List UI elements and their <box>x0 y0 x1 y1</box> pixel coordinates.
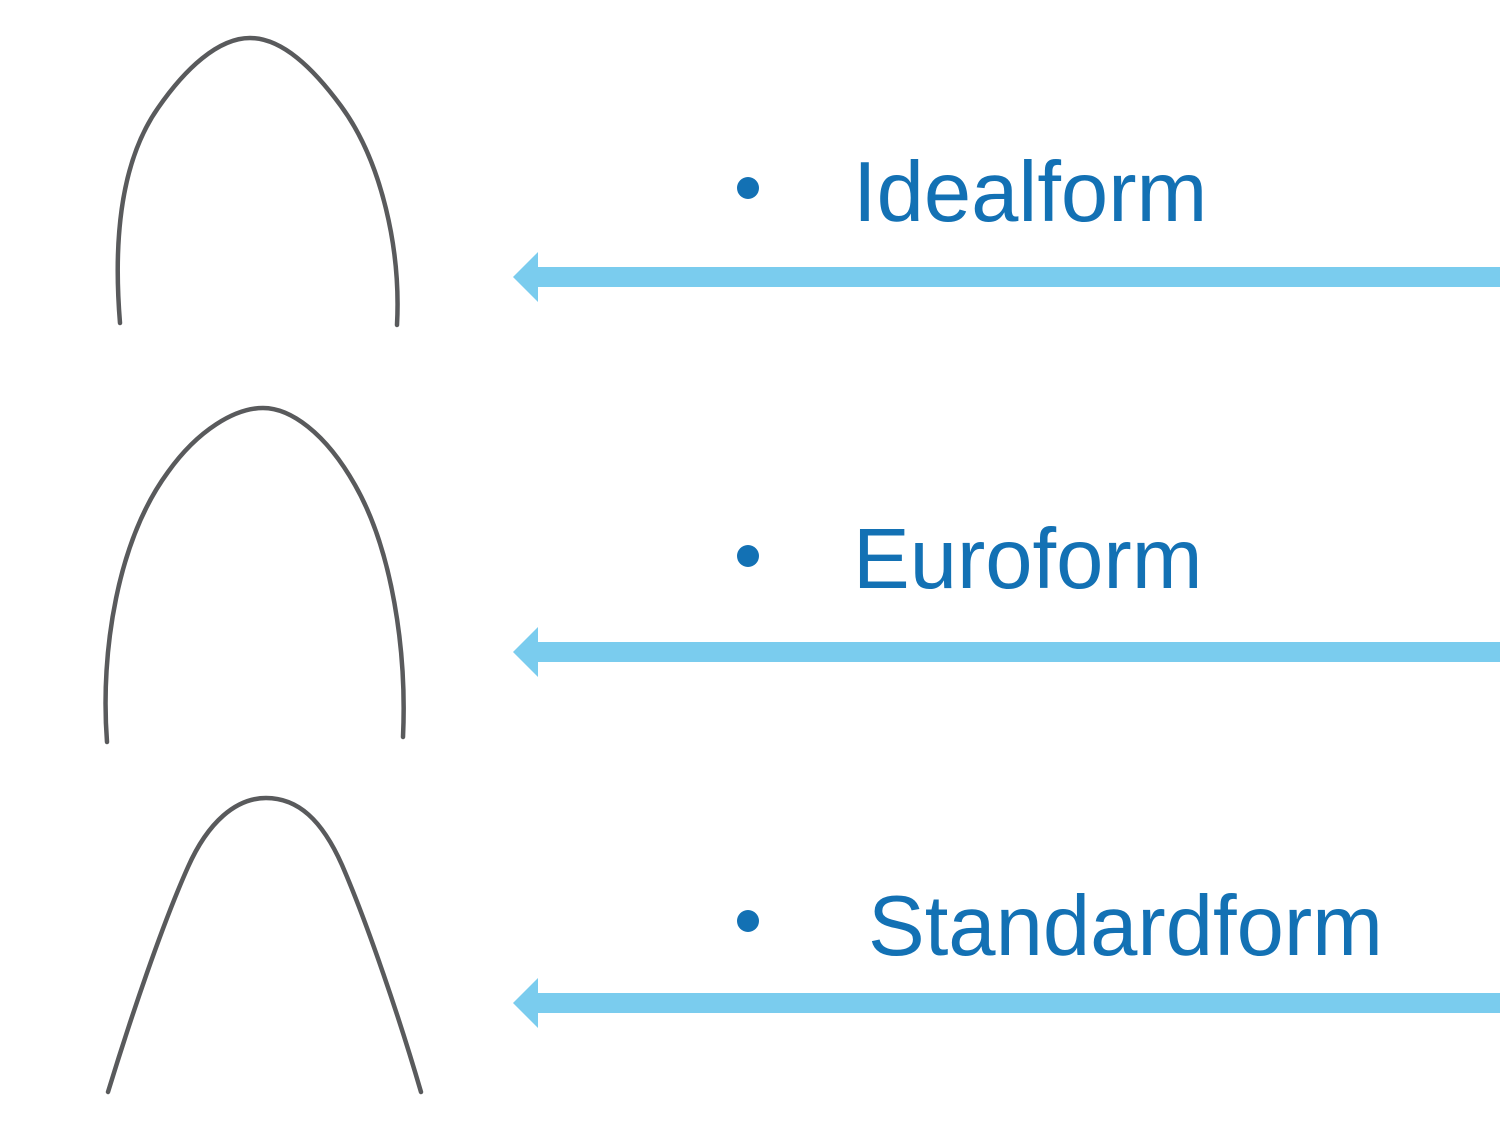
bullet-icon <box>737 177 759 199</box>
left-arrow-shape <box>513 978 1500 1028</box>
label-euroform: Euroform <box>853 512 1203 607</box>
left-arrow-shape <box>513 252 1500 302</box>
archwire-idealform-image <box>115 35 400 328</box>
bullet-icon <box>737 910 759 932</box>
standardform-wire-path <box>105 795 424 1095</box>
left-arrow-icon <box>513 252 1500 302</box>
archwire-euroform-image <box>103 405 406 745</box>
left-arrow-icon <box>513 978 1500 1028</box>
archwire-standardform-image <box>105 795 424 1095</box>
euroform-wire-path <box>103 405 406 745</box>
idealform-wire-path <box>115 35 400 328</box>
bullet-icon <box>737 545 759 567</box>
label-idealform: Idealform <box>853 145 1208 240</box>
label-standardform: Standardform <box>868 879 1383 974</box>
left-arrow-shape <box>513 627 1500 677</box>
left-arrow-icon <box>513 627 1500 677</box>
